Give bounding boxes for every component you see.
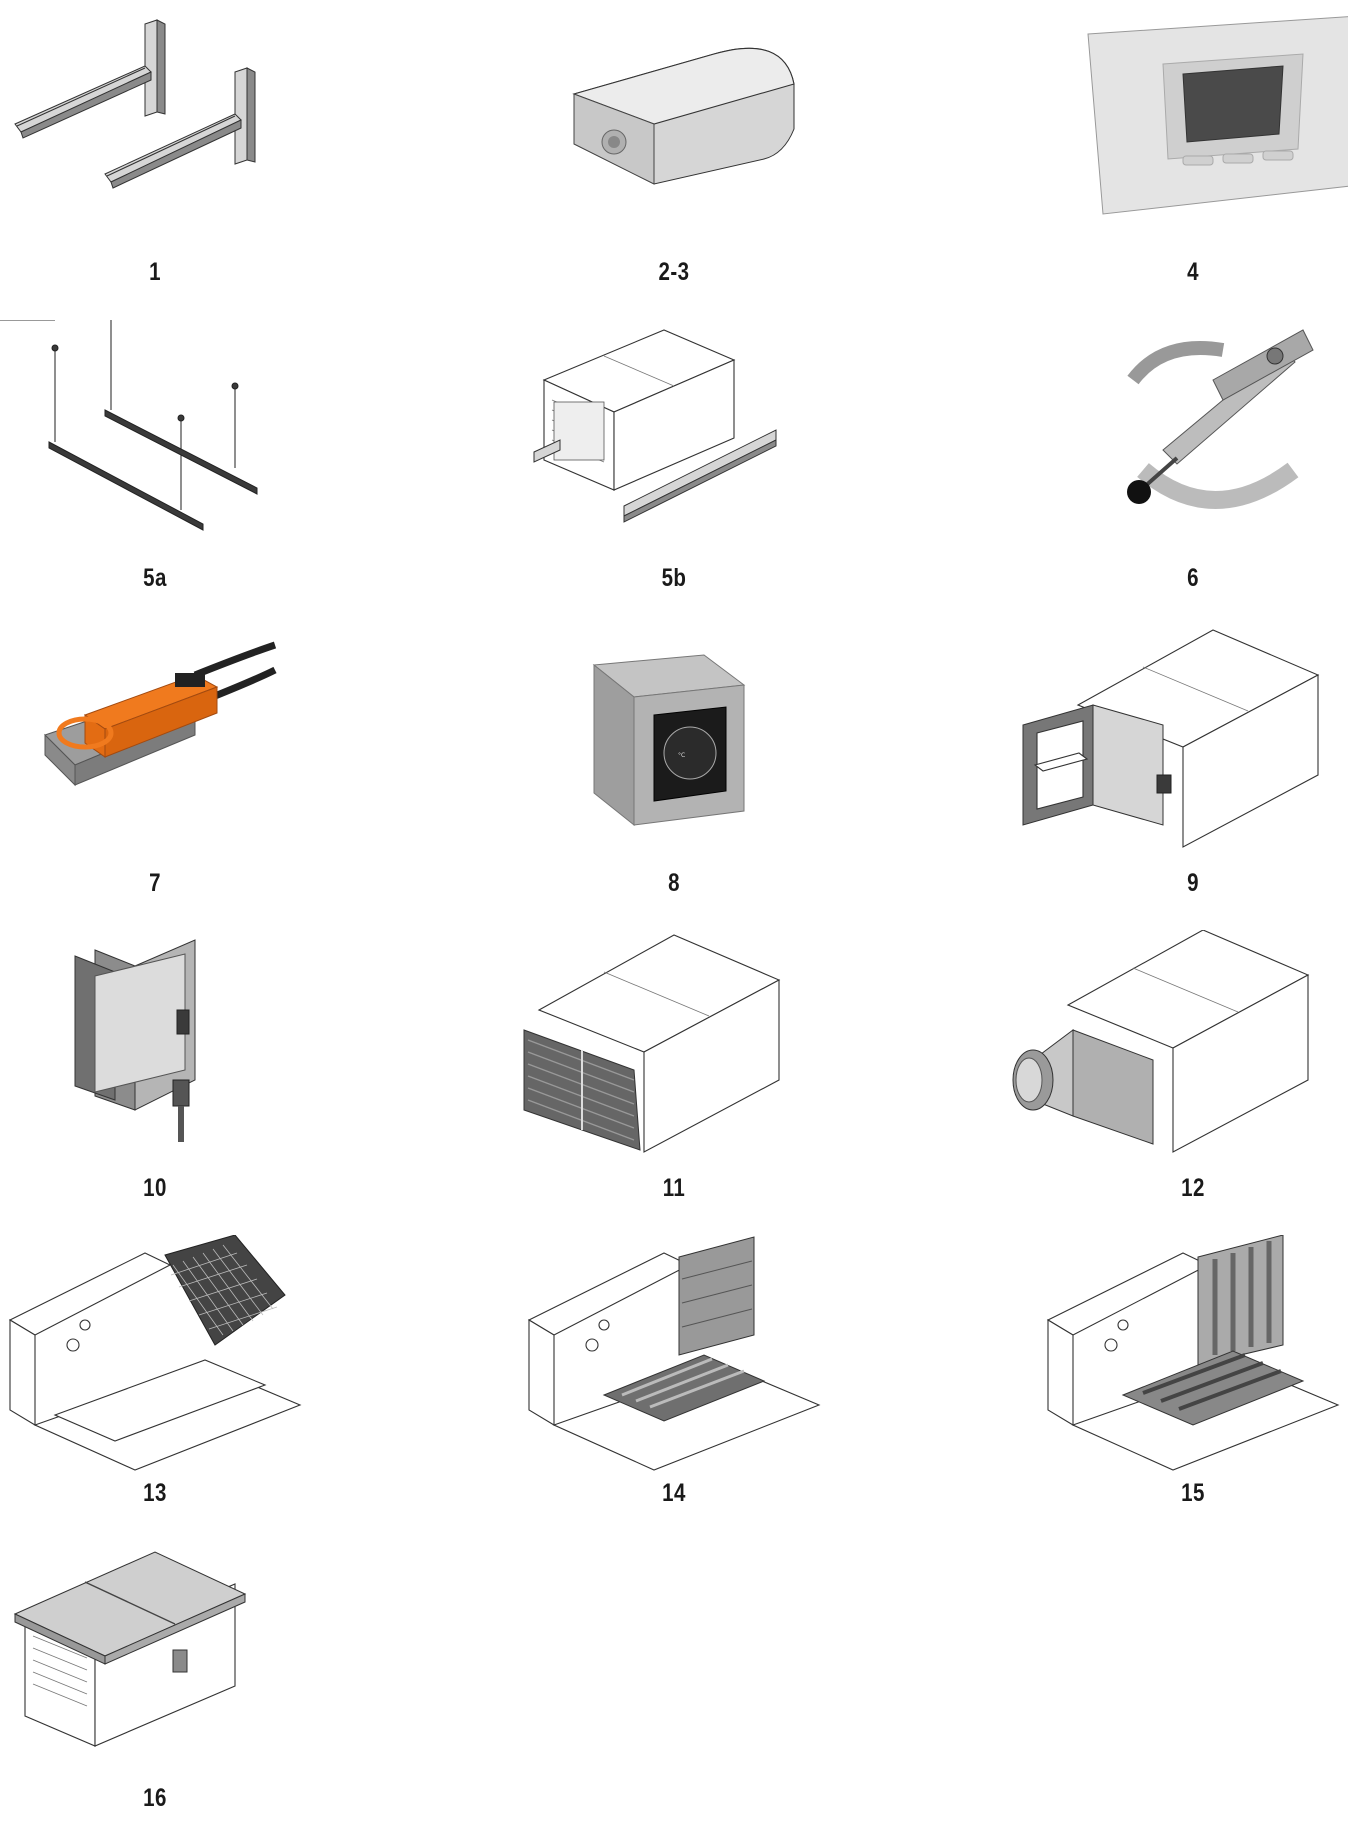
damper-actuator-icon [44,641,277,787]
unit-with-mesh-hood-icon [8,1235,302,1471]
unit-with-filter-box-icon [527,1236,821,1471]
unit-with-round-spigot-icon [1012,930,1310,1153]
duct-damper-icon [74,939,196,1142]
accessory-item-10: 10 [0,930,365,1230]
accessory-item-4: 4 [983,14,1348,314]
accessory-item-1: 1 [0,14,365,314]
item-number: 9 [1187,869,1199,897]
sensor-housing-icon [572,47,795,185]
unit-with-louvre-hood-icon [523,934,781,1153]
unit-with-silencer-icon [1046,1235,1340,1471]
ceiling-suspension-rails-icon [0,320,258,531]
accessory-item-13: 13 [0,1235,365,1535]
item-number: 1 [149,258,161,286]
item-number: 13 [143,1479,167,1507]
unit-with-roof-cover-icon [13,1551,247,1747]
accessory-item-6: 6 [983,320,1348,620]
item-number: 11 [662,1174,686,1202]
item-number: 15 [1181,1479,1205,1507]
item-number: 10 [143,1174,167,1202]
accessory-item-8: °C 8 [464,625,884,925]
item-number: 14 [662,1479,686,1507]
thermostat-box-icon: °C [592,654,746,827]
touch-panel-controller-icon [1087,16,1348,215]
accessory-item-12: 12 [983,930,1348,1230]
unit-with-damper-icon [1022,629,1320,848]
svg-text:°C: °C [678,752,685,759]
accessory-item-7: 7 [0,625,365,925]
item-number: 7 [149,869,161,897]
item-number: 16 [143,1784,167,1812]
item-number: 4 [1187,258,1199,286]
accessory-item-14: 14 [464,1235,884,1535]
accessory-item-11: 11 [464,930,884,1230]
item-number: 2-3 [658,258,690,286]
accessory-item-9: 9 [983,625,1348,925]
item-number: 12 [1181,1174,1205,1202]
accessory-item-16: 16 [0,1540,365,1840]
accessory-item-15: 15 [983,1235,1348,1535]
item-number: 5a [143,564,167,592]
floor-mount-rail-unit-icon [533,329,777,523]
accessory-item-5b: 5b [464,320,884,620]
accessory-item-2-3: 2-3 [464,14,884,314]
damper-manual-lever-icon [1127,329,1314,509]
wall-bracket-pair-icon [14,19,256,189]
item-number: 5b [661,564,687,592]
item-number: 8 [668,869,680,897]
item-number: 6 [1187,564,1199,592]
accessory-item-5a: 5a [0,320,365,620]
